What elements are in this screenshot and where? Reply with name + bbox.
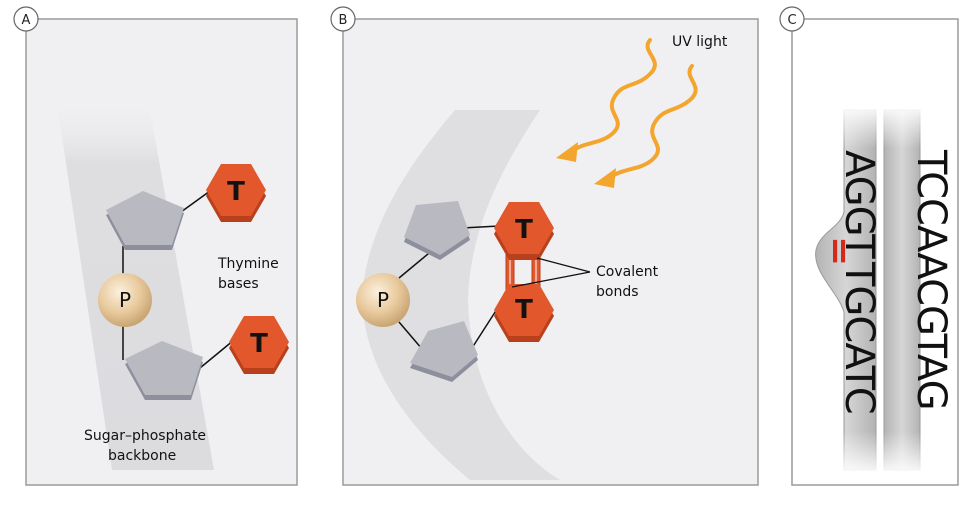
phosphate: P [98,273,152,327]
panel-c: AGGT TGCATC = TCCAACGTAG C [779,6,959,486]
thymine-letter: T [227,177,245,207]
covalent-callout-lines [511,257,591,288]
backbone-label-line2: backbone [108,448,176,464]
panel-c-letter-badge: C [779,6,805,32]
thymine-letter: T [515,215,533,245]
backbone-label-line1: Sugar–phosphate [84,428,206,444]
thymine-base-top: T [494,202,554,260]
thymine-base-bottom: T [229,316,289,374]
panel-b: UV light P [330,6,759,486]
uv-light-label: UV light [672,34,728,50]
thymine-label-line2: bases [218,276,259,292]
panel-a-letter-badge: A [13,6,39,32]
sequence-left-bottom: TGCATC [836,261,882,414]
backbone-connectors [122,190,235,369]
phosphate-label: P [377,288,389,312]
backbone-band-curved [362,110,560,480]
thymine-letter: T [515,295,533,325]
covalent-label-line2: bonds [596,284,639,300]
panel-b-letter: B [339,13,348,28]
phosphate: P [356,273,410,327]
panel-a-letter: A [22,13,31,28]
sugar-bottom [125,341,203,400]
panel-c-letter: C [787,13,796,28]
sugar-top [404,201,470,260]
uv-light-rays [556,38,698,188]
covalent-label-line1: Covalent [596,264,659,280]
thymine-dimer-bond: = [819,236,860,266]
thymine-label-line1: Thymine [217,256,279,272]
sugar-top [106,191,184,250]
strand-fade [800,104,950,476]
sequence-right: TCCAACGTAG [908,149,954,410]
sequence-left-top: AGGT [836,150,882,259]
thymine-letter: T [250,329,268,359]
sugar-bottom [410,321,478,382]
phosphate-label: P [119,288,131,312]
thymine-base-bottom: T [494,284,554,342]
thymine-base-top: T [206,164,266,222]
panel-b-letter-badge: B [330,6,356,32]
panel-a: P T T Thymine bases Sugar–phosphate back… [13,6,298,486]
